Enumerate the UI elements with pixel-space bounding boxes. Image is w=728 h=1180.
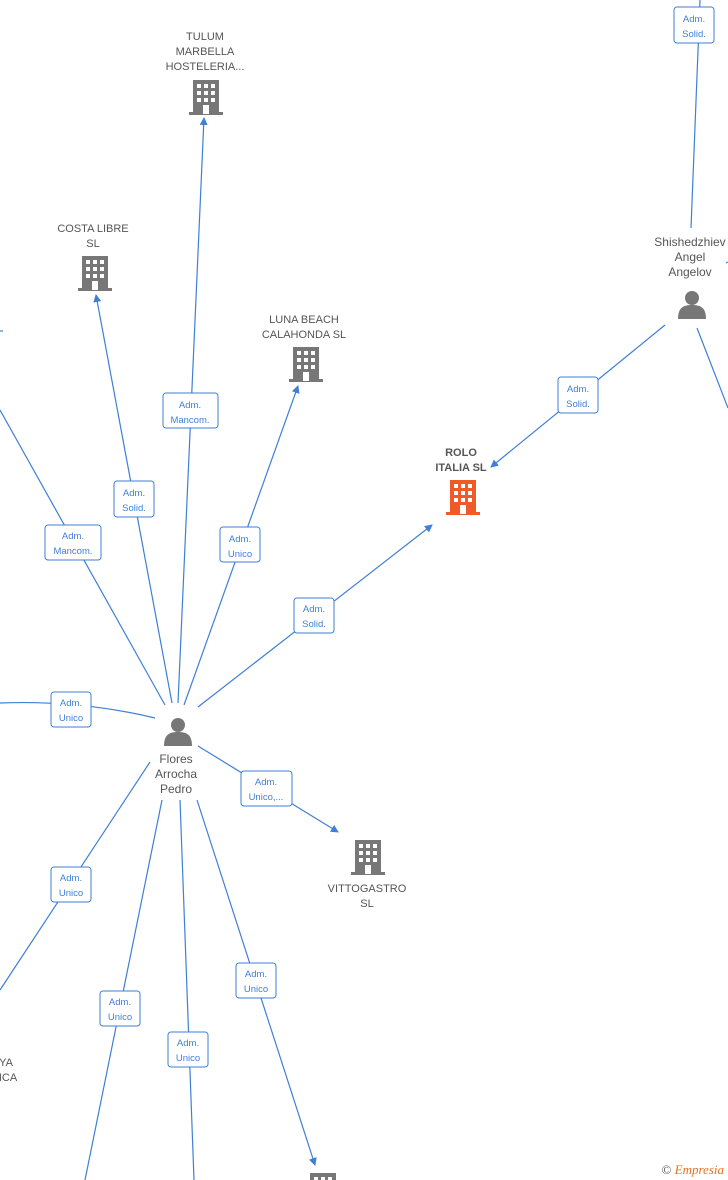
svg-text:Adm.: Adm.: [245, 969, 267, 980]
company-label: TULUM: [186, 31, 224, 43]
building-icon: [446, 480, 480, 515]
svg-text:Adm.: Adm.: [177, 1038, 199, 1049]
building-icon: [306, 1173, 340, 1180]
person-label: Shishedzhiev: [654, 235, 725, 249]
svg-text:Mancom.: Mancom.: [170, 415, 209, 426]
company-bottom[interactable]: [306, 1173, 340, 1180]
svg-text:Adm.: Adm.: [683, 14, 705, 25]
company-left-partial[interactable]: YA ICA: [0, 1057, 18, 1084]
company-tulum[interactable]: TULUM MARBELLA HOSTELERIA...: [166, 31, 245, 115]
role-box[interactable]: Adm. Mancom.: [44, 524, 102, 561]
company-label: MARBELLA: [176, 46, 235, 58]
svg-text:Adm.: Adm.: [567, 384, 589, 395]
building-icon: [351, 840, 385, 875]
svg-text:Adm.: Adm.: [229, 534, 251, 545]
person-flores[interactable]: Flores Arrocha Pedro: [155, 718, 197, 796]
role-box[interactable]: Adm. Solid.: [113, 480, 155, 518]
building-icon: [189, 80, 223, 115]
building-icon: [289, 347, 323, 382]
company-rolo[interactable]: ROLO ITALIA SL: [435, 447, 487, 515]
svg-text:Adm.: Adm.: [179, 400, 201, 411]
svg-text:Adm.: Adm.: [255, 777, 277, 788]
role-box[interactable]: Adm. Solid.: [557, 376, 599, 414]
svg-text:Adm.: Adm.: [60, 873, 82, 884]
edge-down1: [84, 799, 163, 1180]
company-label: YA: [0, 1057, 14, 1069]
person-label: Flores: [159, 752, 192, 766]
svg-text:Adm.: Adm.: [60, 698, 82, 709]
company-vitto[interactable]: VITTOGASTRO SL: [328, 840, 407, 910]
person-label: Arrocha: [155, 767, 197, 781]
role-box[interactable]: Adm. Unico: [235, 962, 277, 999]
svg-text:Mancom.: Mancom.: [53, 546, 92, 557]
role-box[interactable]: Adm. Unico: [219, 526, 261, 563]
role-box[interactable]: Adm. Solid.: [673, 6, 715, 44]
edge-shish-right2: [696, 327, 728, 409]
company-label: ITALIA SL: [435, 462, 487, 474]
role-box[interactable]: Adm. Solid.: [293, 597, 335, 634]
company-label: ICA: [0, 1072, 18, 1084]
svg-text:Unico: Unico: [108, 1012, 132, 1023]
person-label: Angelov: [668, 265, 711, 279]
svg-text:Solid.: Solid.: [302, 619, 326, 630]
edge-down2: [179, 799, 195, 1180]
svg-text:Solid.: Solid.: [566, 399, 590, 410]
svg-text:Unico,...: Unico,...: [249, 792, 284, 803]
role-box[interactable]: Adm. Unico: [50, 866, 92, 903]
person-label: Angel: [675, 250, 706, 264]
role-box[interactable]: Adm. Mancom.: [162, 392, 219, 429]
person-icon: [164, 718, 192, 746]
company-label: VITTOGASTRO: [328, 883, 407, 895]
footer-brand: © Empresia: [662, 1162, 725, 1178]
building-icon: [78, 256, 112, 291]
company-costa[interactable]: COSTA LIBRE SL: [57, 223, 129, 291]
svg-text:Unico: Unico: [59, 713, 83, 724]
svg-text:Unico: Unico: [228, 549, 252, 560]
svg-text:Adm.: Adm.: [123, 488, 145, 499]
company-label: HOSTELERIA...: [166, 61, 245, 73]
company-label: SL: [360, 898, 373, 910]
svg-text:Solid.: Solid.: [682, 29, 706, 40]
role-box[interactable]: Adm. Unico: [167, 1031, 209, 1068]
svg-text:Adm.: Adm.: [109, 997, 131, 1008]
company-label: LUNA BEACH: [269, 314, 339, 326]
company-label: COSTA LIBRE: [57, 223, 128, 235]
brand-name[interactable]: Empresia: [674, 1162, 724, 1177]
company-label: SL: [86, 238, 99, 250]
company-label: ROLO: [445, 447, 477, 459]
person-label: Pedro: [160, 782, 192, 796]
copyright-icon: ©: [661, 1162, 672, 1177]
company-luna[interactable]: LUNA BEACH CALAHONDA SL: [262, 314, 346, 382]
role-boxes: Adm. Solid. Adm. Solid. Adm. Mancom. Adm. So…: [44, 6, 715, 1068]
person-shish[interactable]: Shishedzhiev Angel Angelov: [654, 235, 726, 319]
person-icon: [678, 291, 706, 319]
role-box[interactable]: Adm. Unico: [50, 691, 92, 728]
svg-text:Adm.: Adm.: [62, 531, 84, 542]
svg-text:Unico: Unico: [176, 1053, 200, 1064]
role-box[interactable]: Adm. Unico,...: [240, 770, 293, 807]
svg-text:Unico: Unico: [59, 888, 83, 899]
company-label: CALAHONDA SL: [262, 329, 346, 341]
svg-text:Adm.: Adm.: [303, 604, 325, 615]
svg-text:Unico: Unico: [244, 984, 268, 995]
role-box[interactable]: Adm. Unico: [99, 990, 141, 1027]
svg-text:Solid.: Solid.: [122, 503, 146, 514]
